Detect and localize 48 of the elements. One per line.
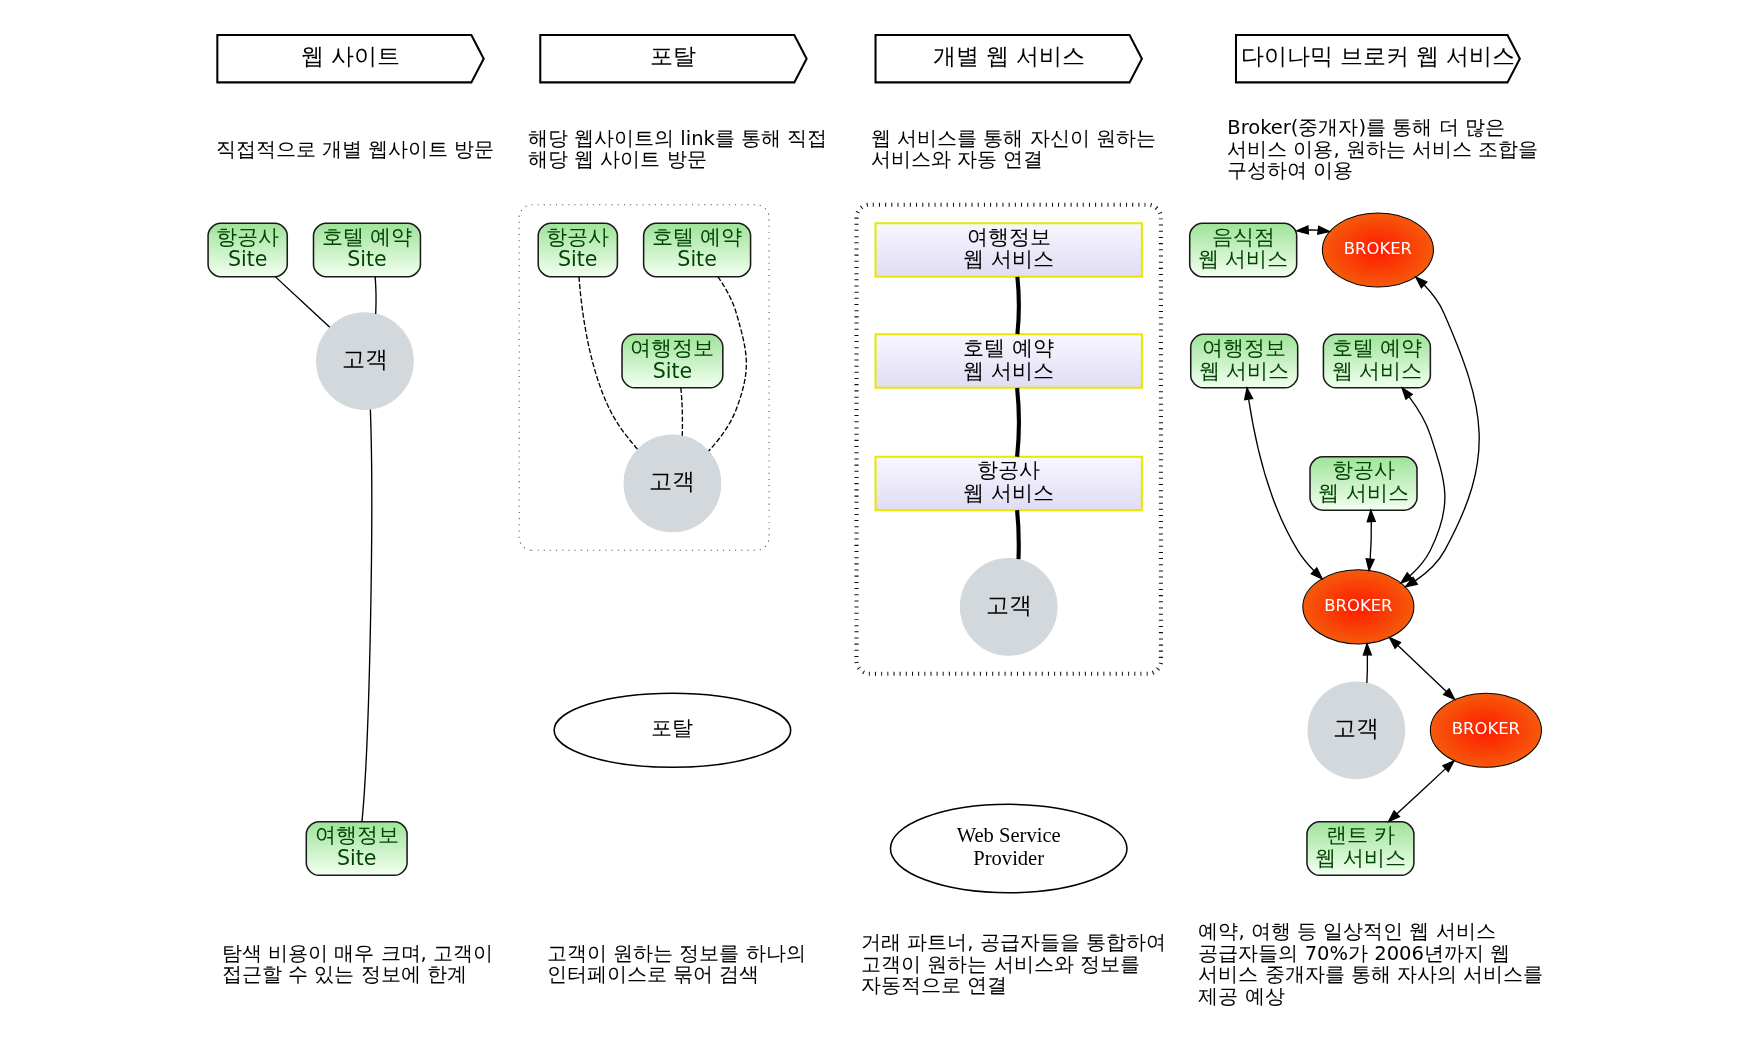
connector bbox=[1015, 387, 1021, 457]
node-box: 항공사 웹 서비스 bbox=[1309, 455, 1418, 511]
arrow bbox=[1294, 225, 1332, 236]
arrow bbox=[1362, 641, 1373, 684]
node-circle: 고객 bbox=[959, 558, 1058, 656]
node-ellipse: BROKER bbox=[1429, 692, 1542, 768]
connector bbox=[274, 276, 331, 329]
connector bbox=[361, 408, 373, 823]
connector bbox=[680, 387, 684, 437]
node-box: 호텔 예약 웹 서비스 bbox=[1322, 333, 1432, 389]
label: 웹 서비스를 통해 자신이 원하는 서비스와 자동 연결 bbox=[870, 126, 1156, 172]
node-circle: 고객 bbox=[623, 434, 722, 533]
arrow bbox=[1243, 385, 1324, 581]
node-box: 호텔 예약 Site bbox=[642, 222, 752, 278]
label: 예약, 여행 등 일상적인 웹 서비스 공급자들의 70%가 2006년까지 웹 서비스 중개자를 통해 자사의 서비스를 제공 예상 bbox=[1198, 920, 1544, 1009]
connector bbox=[1015, 510, 1021, 560]
connector bbox=[708, 276, 747, 452]
node-ellipse: Web Service Provider bbox=[889, 803, 1128, 894]
node-box: 음식점 웹 서비스 bbox=[1188, 222, 1298, 278]
node-box: 랜트 카 웹 서비스 bbox=[1306, 821, 1415, 877]
label: Broker(중개자)를 통해 더 많은 서비스 이용, 원하는 서비스 조합을 구성하여 이용 bbox=[1227, 116, 1539, 183]
cluster bbox=[518, 204, 770, 551]
cluster bbox=[854, 202, 1163, 676]
arrow bbox=[1388, 636, 1457, 701]
label: 직접적으로 개별 웹사이트 방문 bbox=[215, 137, 495, 161]
node-box: 여행정보 Site bbox=[305, 821, 408, 877]
arrow bbox=[1403, 275, 1480, 588]
node-box: 여행정보 웹 서비스 bbox=[874, 222, 1143, 278]
arrow bbox=[1387, 759, 1456, 823]
node-box: 여행정보 웹 서비스 bbox=[1189, 333, 1299, 389]
node-ellipse: 포탈 bbox=[553, 692, 792, 769]
label: 해당 웹사이트의 link를 통해 직접 해당 웹 사이트 방문 bbox=[527, 126, 828, 172]
node-box: 호텔 예약 웹 서비스 bbox=[874, 333, 1143, 389]
connector bbox=[1015, 276, 1021, 335]
node-box: 여행정보 Site bbox=[621, 333, 724, 389]
label: 탐색 비용이 매우 크며, 고객이 접근할 수 있는 정보에 한계 bbox=[221, 941, 494, 987]
connector bbox=[374, 276, 377, 315]
node-box: 항공사 Site bbox=[207, 222, 289, 278]
node-box: 항공사 웹 서비스 bbox=[874, 455, 1143, 512]
node-circle: 고객 bbox=[1307, 681, 1406, 780]
node-box: 항공사 Site bbox=[537, 222, 619, 278]
label: 고객이 원하는 정보를 하나의 인터페이스로 묶어 검색 bbox=[546, 941, 806, 987]
label: 거래 파트너, 공급자들을 통합하여 고객이 원하는 서비스와 정보를 자동적으로 연결 bbox=[861, 931, 1166, 998]
node-circle: 고객 bbox=[316, 312, 414, 410]
node-box: 호텔 예약 Site bbox=[312, 222, 422, 278]
connector bbox=[578, 276, 639, 451]
arrow bbox=[1399, 386, 1446, 585]
arrow bbox=[1365, 508, 1377, 573]
